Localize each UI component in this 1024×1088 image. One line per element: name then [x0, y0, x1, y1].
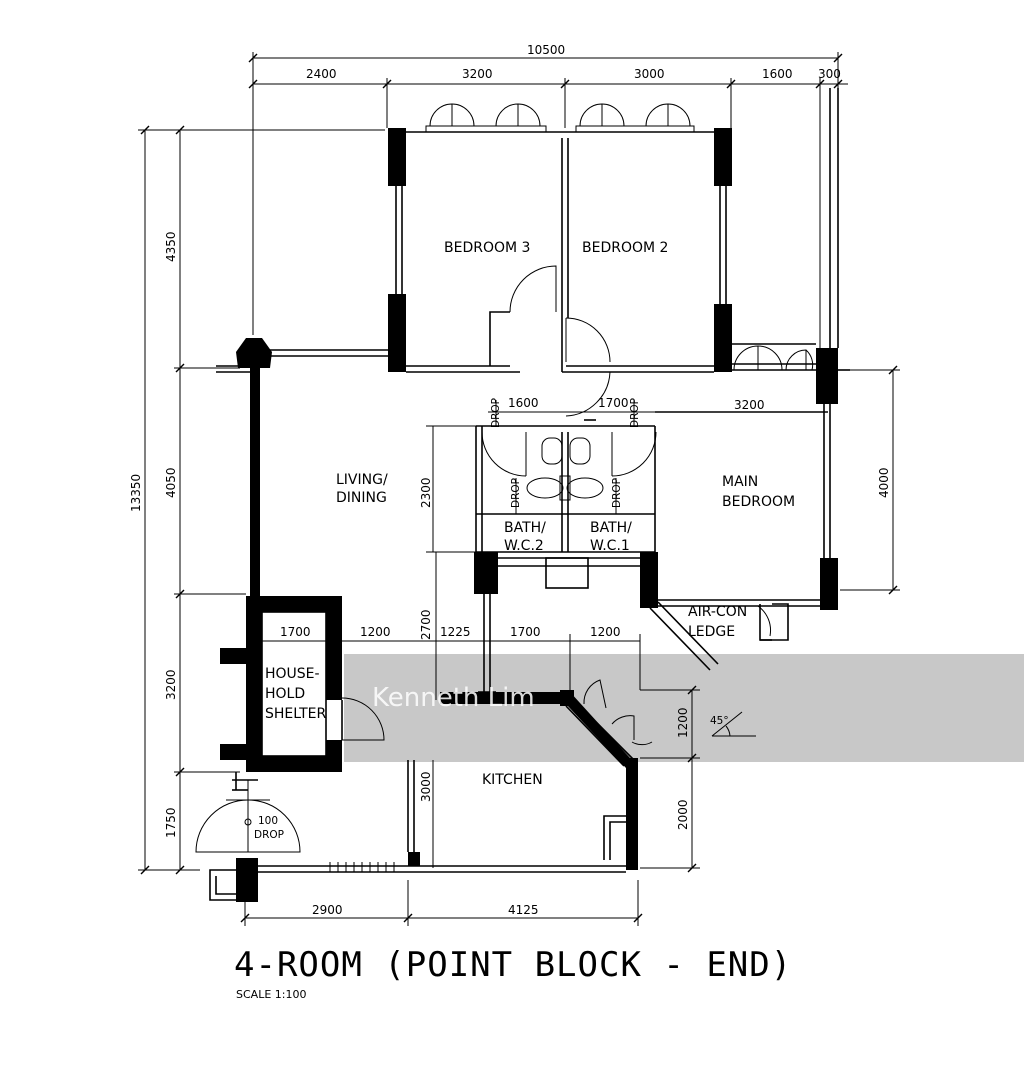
dim-kit-v: 3000 [419, 771, 433, 802]
dim-top-a: 2400 [306, 67, 337, 81]
drop-label-2: DROP [629, 398, 641, 428]
walls-outline [209, 88, 850, 901]
drop-100-value: 100 [258, 815, 278, 827]
drop-label-1: DROP [490, 398, 502, 428]
drop-label-4: DROP [611, 478, 623, 508]
dim-right-a: 1200 [676, 707, 690, 738]
dim-top-b: 3200 [462, 67, 493, 81]
door-swings [195, 103, 814, 853]
dim-bath-b: 1700 [598, 396, 629, 410]
watermark-text: Kenneth Lim [372, 683, 535, 713]
bath-1-label-2: W.C.1 [590, 538, 630, 554]
dim-bath-a: 1600 [508, 396, 539, 410]
dim-mid-v: 2700 [419, 609, 433, 640]
bedroom-2-label: BEDROOM 2 [582, 240, 668, 256]
dimension-ticks [140, 53, 898, 923]
dim-left-b: 4050 [164, 467, 178, 498]
bath-2-label-1: BATH/ [504, 520, 546, 536]
shelter-label-1: HOUSE- [265, 666, 320, 682]
main-bedroom-label-2: BEDROOM [722, 494, 795, 510]
aircon-label-2: LEDGE [688, 624, 735, 640]
dim-top-c: 3000 [634, 67, 665, 81]
plan-title: 4-ROOM (POINT BLOCK - END) [234, 945, 792, 985]
dim-mid-d: 1700 [510, 625, 541, 639]
watermark-band [344, 654, 1024, 762]
shelter-label-2: HOLD [265, 686, 305, 702]
dim-main-w: 3200 [734, 398, 765, 412]
dimension-lines [138, 52, 900, 926]
dim-left-d: 1750 [164, 807, 178, 838]
shelter-label-3: SHELTER [265, 706, 327, 722]
bedroom-3-label: BEDROOM 3 [444, 240, 530, 256]
dim-mid-b: 1200 [360, 625, 391, 639]
dim-mid-e: 1200 [590, 625, 621, 639]
annotations: DROP DROP DROP DROP 100 DROP 45° [254, 398, 729, 841]
angle-label: 45° [710, 715, 729, 727]
dim-top-e: 300 [818, 67, 841, 81]
main-bedroom-label-1: MAIN [722, 474, 758, 490]
aircon-label-1: AIR-CON [688, 604, 747, 620]
dim-top-d: 1600 [762, 67, 793, 81]
drop-100-label: DROP [254, 829, 284, 841]
bath-2-label-2: W.C.2 [504, 538, 544, 554]
dim-mid-a: 1700 [280, 625, 311, 639]
dim-bot-b: 4125 [508, 903, 539, 917]
dimension-labels: 10500 2400 3200 3000 1600 300 13350 4350… [129, 43, 891, 917]
plan-scale: SCALE 1:100 [236, 988, 306, 1001]
dim-main-h: 4000 [877, 467, 891, 498]
room-labels: BEDROOM 3 BEDROOM 2 LIVING/ DINING MAIN … [265, 240, 795, 788]
dim-bot-a: 2900 [312, 903, 343, 917]
hatch-lines [329, 862, 395, 872]
living-label-1: LIVING/ [336, 472, 388, 488]
dim-top-total: 10500 [527, 43, 565, 57]
living-label-2: DINING [336, 490, 387, 506]
dim-right-b: 2000 [676, 799, 690, 830]
walls-solid [220, 128, 838, 902]
drop-label-3: DROP [510, 478, 522, 508]
kitchen-label: KITCHEN [482, 772, 543, 788]
dim-mid-c: 1225 [440, 625, 471, 639]
dim-left-a: 4350 [164, 231, 178, 262]
dim-bath-h: 2300 [419, 477, 433, 508]
bath-1-label-1: BATH/ [590, 520, 632, 536]
dim-left-c: 3200 [164, 669, 178, 700]
dim-left-total: 13350 [129, 474, 143, 512]
